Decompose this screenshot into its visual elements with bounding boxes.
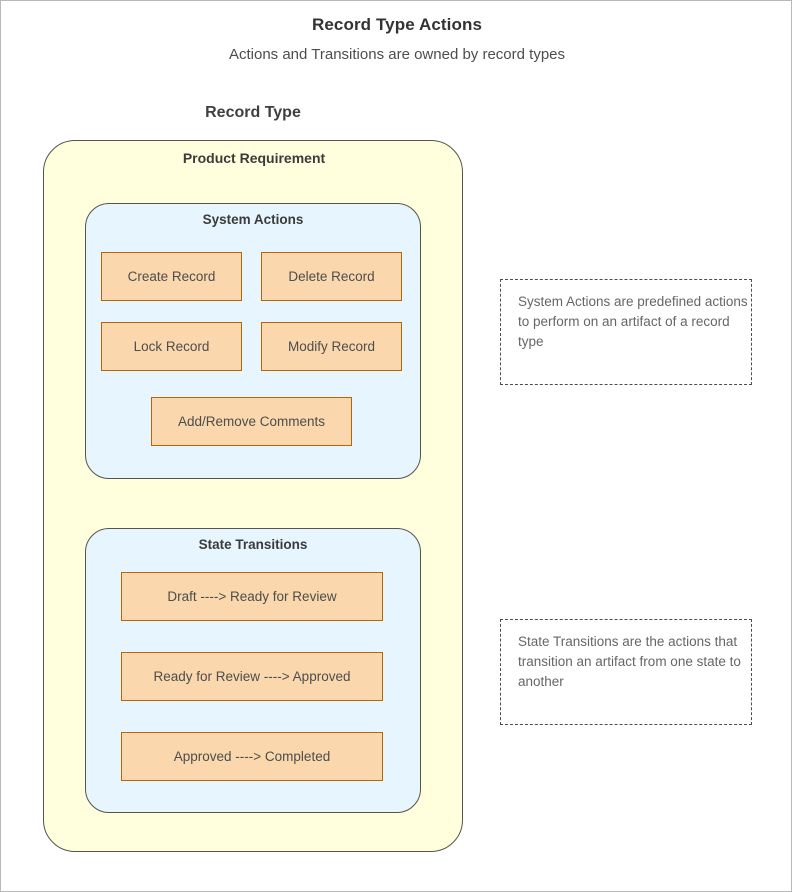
action-delete-record[interactable]: Delete Record <box>261 252 402 301</box>
system-actions-title: System Actions <box>202 212 304 227</box>
action-modify-record[interactable]: Modify Record <box>261 322 402 371</box>
transition-draft-to-ready-for-review[interactable]: Draft ----> Ready for Review <box>121 572 383 621</box>
action-lock-record[interactable]: Lock Record <box>101 322 242 371</box>
action-create-record[interactable]: Create Record <box>101 252 242 301</box>
state-transitions-title: State Transitions <box>198 537 308 552</box>
transition-approved-to-completed[interactable]: Approved ----> Completed <box>121 732 383 781</box>
page-subtitle: Actions and Transitions are owned by rec… <box>228 46 565 63</box>
action-add-remove-comments[interactable]: Add/Remove Comments <box>151 397 352 446</box>
note-state-transitions: State Transitions are the actions that t… <box>500 619 752 725</box>
note-system-actions: System Actions are predefined actions to… <box>500 279 752 385</box>
transition-ready-for-review-to-approved[interactable]: Ready for Review ----> Approved <box>121 652 383 701</box>
record-type-name: Product Requirement <box>182 150 326 166</box>
page-title: Record Type Actions <box>311 15 483 34</box>
record-type-label: Record Type <box>205 104 301 121</box>
